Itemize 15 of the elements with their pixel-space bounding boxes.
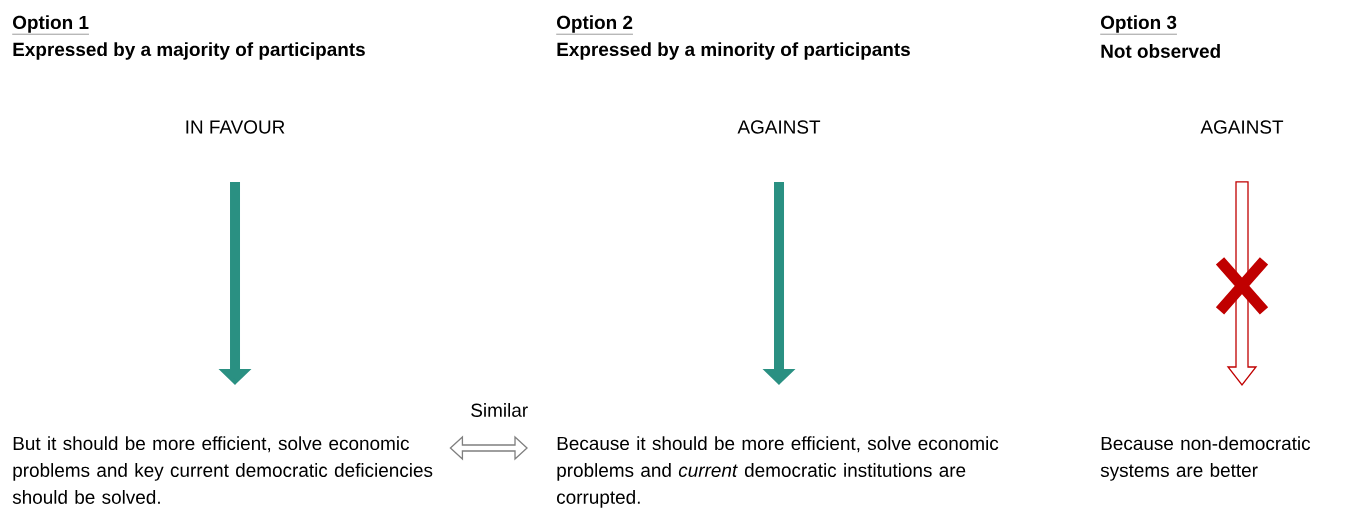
stance-label: IN FAVOUR (186, 120, 285, 134)
explanation-text: Because non-democratic systems are better (1100, 436, 1311, 481)
arrow (449, 435, 528, 461)
subheading: Not observed (1101, 44, 1220, 58)
edge-label: Similar (469, 402, 530, 418)
option-heading: Option 1 (12, 15, 90, 35)
explanation-text: But it should be more efficient, solve economic problems and key current democratic deficiencies should be solved. (12, 436, 433, 504)
stance-label: AGAINST (737, 120, 821, 134)
subheading: Expressed by a majority of participants (13, 42, 365, 60)
option-heading: Option 3 (1100, 15, 1178, 35)
explanation-text: Because it should be more efficient, solve economic problems and current democratic institutions are corrupted. (557, 436, 999, 508)
option-heading: Option 2 (556, 15, 634, 35)
arrow (1226, 181, 1258, 387)
subheading: Expressed by a minority of participants (557, 42, 910, 60)
stance-label: AGAINST (1200, 120, 1284, 134)
